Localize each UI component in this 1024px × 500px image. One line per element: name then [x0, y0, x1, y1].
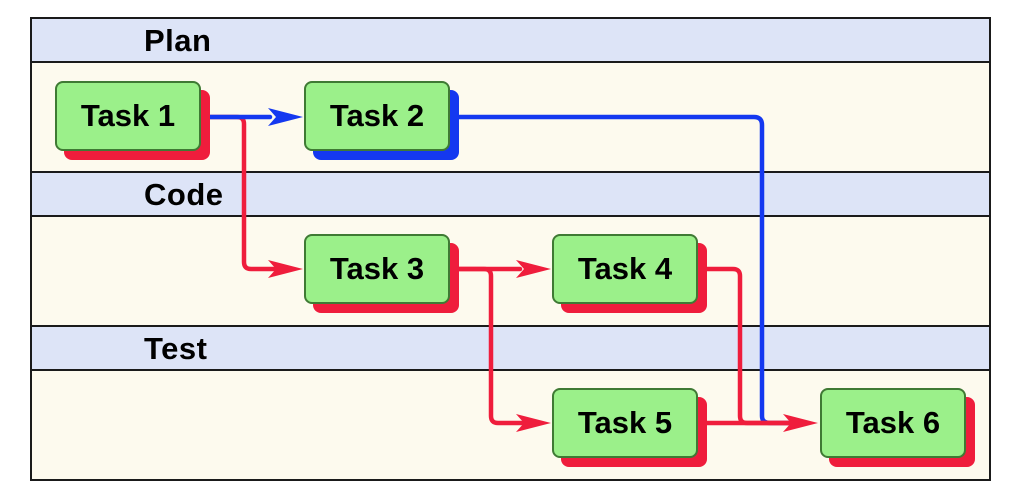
arrowhead-task4: [516, 260, 551, 278]
connector-task1-task3: [205, 114, 283, 272]
arrowhead-task2: [268, 108, 303, 126]
task-node-3[interactable]: Task 3: [304, 234, 450, 304]
task-node-4[interactable]: Task 4: [552, 234, 698, 304]
task-node-5[interactable]: Task 5: [552, 388, 698, 458]
arrowhead-task3: [268, 260, 303, 278]
task-node-1[interactable]: Task 1: [55, 81, 201, 151]
lane-title-test: Test: [144, 331, 208, 366]
lane-title-plan: Plan: [144, 23, 212, 58]
task-node-6[interactable]: Task 6: [820, 388, 966, 458]
lane-header-test: Test: [30, 325, 991, 371]
connector-task4-task6: [698, 266, 793, 426]
lane-header-code: Code: [30, 171, 991, 217]
task-node-2[interactable]: Task 2: [304, 81, 450, 151]
lane-header-plan: Plan: [30, 17, 991, 63]
arrowhead-task6: [783, 414, 818, 432]
arrowhead-task5: [516, 414, 551, 432]
lane-title-code: Code: [144, 177, 224, 212]
connector-task3-task5: [450, 266, 531, 426]
